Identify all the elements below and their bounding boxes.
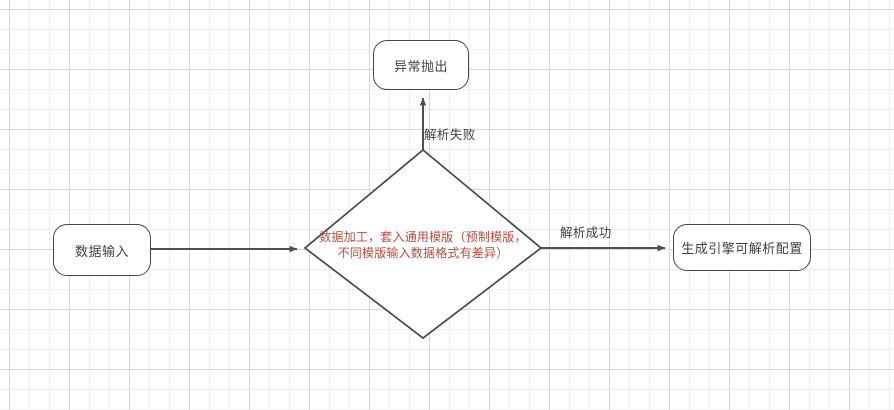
node-data-input-label: 数据输入: [74, 244, 129, 260]
node-engine-parsable-config-label: 生成引擎可解析配置: [681, 242, 803, 257]
edge-label-parse-success: 解析成功: [560, 225, 612, 240]
edge-label-parse-failure: 解析失败: [424, 127, 476, 142]
node-process-label: 数据加工，套入通用模版（预制模版， 不同模版输入数据格式有差异）: [319, 230, 527, 260]
node-exception-thrown[interactable]: 异常抛出: [373, 40, 469, 90]
node-exception-thrown-label: 异常抛出: [393, 59, 448, 75]
node-data-input[interactable]: 数据输入: [53, 224, 151, 276]
process-diamond-shape: [303, 148, 543, 340]
node-engine-parsable-config[interactable]: 生成引擎可解析配置: [673, 224, 811, 271]
